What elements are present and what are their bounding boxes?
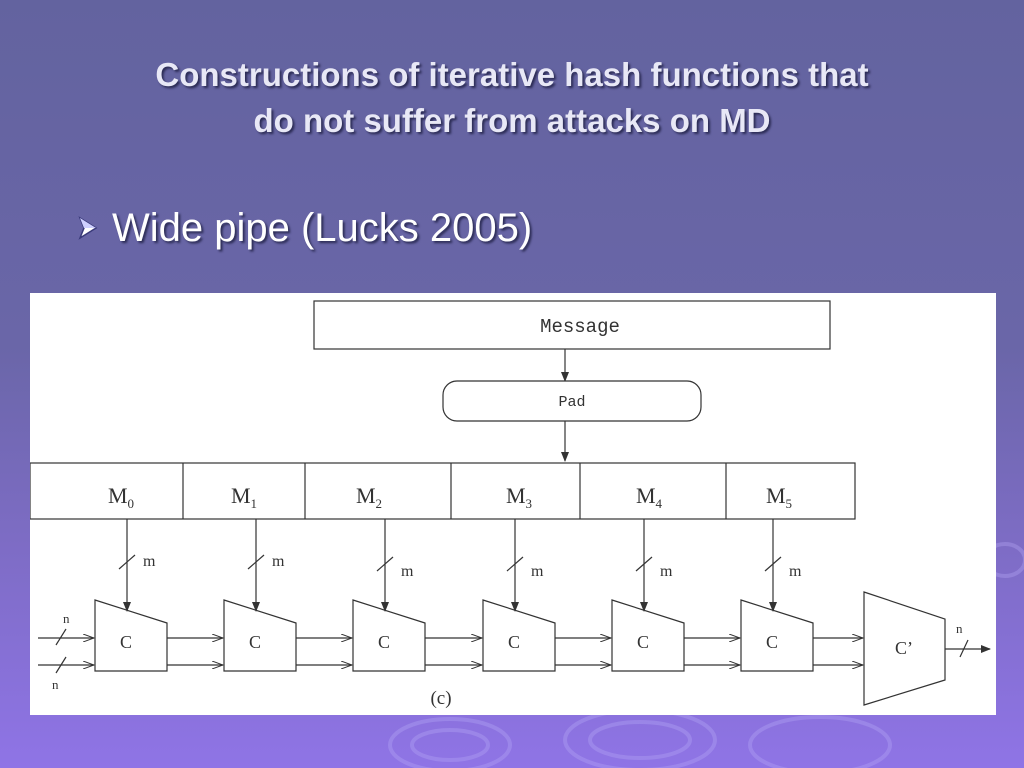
- final-compression-label: C’: [895, 638, 913, 658]
- compression-label-2: C: [378, 632, 390, 652]
- bullet-text: Wide pipe (Lucks 2005): [112, 205, 533, 250]
- output-width-tick: [959, 639, 969, 658]
- message-width-label-1: m: [272, 553, 285, 570]
- input-chain-tick-2: [55, 656, 67, 674]
- message-block-subscript-3: 3: [526, 496, 533, 511]
- slide-title-line-2: do not suffer from attacks on MD: [253, 102, 771, 139]
- message-width-tick-1: [247, 554, 265, 570]
- message-blocks-row: [30, 462, 856, 520]
- message-block-label-4: M4: [636, 483, 663, 511]
- message-label: Message: [540, 316, 620, 338]
- slide-title-line-1: Constructions of iterative hash function…: [155, 56, 869, 93]
- message-width-label-3: m: [531, 563, 544, 580]
- output-width-label: n: [956, 621, 963, 636]
- message-block-base-4: M: [636, 483, 656, 508]
- compression-box-5: [740, 599, 814, 672]
- message-block-subscript-0: 0: [128, 496, 135, 511]
- compression-label-0: C: [120, 632, 132, 652]
- compression-box-0: [94, 599, 168, 672]
- arrow-bullet-icon: [78, 216, 98, 240]
- pad-label: Pad: [558, 394, 585, 411]
- message-width-label-2: m: [401, 563, 414, 580]
- message-block-base-1: M: [231, 483, 251, 508]
- message-width-tick-5: [764, 556, 782, 572]
- message-block-base-0: M: [108, 483, 128, 508]
- message-block-label-0: M0: [108, 483, 134, 511]
- message-width-tick-4: [635, 556, 653, 572]
- compression-box-3: [482, 599, 556, 672]
- message-block-subscript-5: 5: [786, 496, 793, 511]
- input-chain-tick-1: [55, 628, 67, 646]
- message-block-base-3: M: [506, 483, 526, 508]
- compression-box-4: [611, 599, 685, 672]
- message-width-tick-0: [118, 554, 136, 570]
- message-block-subscript-1: 1: [251, 496, 258, 511]
- compression-label-4: C: [637, 632, 649, 652]
- final-compression-box: C’: [863, 591, 946, 706]
- input-chain-width-label-1: n: [63, 611, 70, 626]
- compression-label-5: C: [766, 632, 778, 652]
- message-block-base-2: M: [356, 483, 376, 508]
- pad-box: Pad: [442, 380, 702, 422]
- message-block-subscript-2: 2: [376, 496, 383, 511]
- message-width-label-4: m: [660, 563, 673, 580]
- message-block-base-5: M: [766, 483, 786, 508]
- compression-box-1: [223, 599, 297, 672]
- message-width-label-0: m: [143, 553, 156, 570]
- input-chain-width-label-2: n: [52, 677, 59, 692]
- compression-box-2: [352, 599, 426, 672]
- bullet-item: Wide pipe (Lucks 2005): [74, 200, 532, 256]
- slide-title: Constructions of iterative hash function…: [40, 52, 984, 144]
- message-width-label-5: m: [789, 563, 802, 580]
- message-block-label-2: M2: [356, 483, 382, 511]
- message-width-tick-2: [376, 556, 394, 572]
- message-block-label-3: M3: [506, 483, 532, 511]
- compression-label-1: C: [249, 632, 261, 652]
- message-block-subscript-4: 4: [656, 496, 663, 511]
- message-width-tick-3: [506, 556, 524, 572]
- message-block-label-1: M1: [231, 483, 257, 511]
- message-box: Message: [313, 300, 831, 350]
- diagram-caption: (c): [430, 688, 451, 709]
- compression-label-3: C: [508, 632, 520, 652]
- message-block-label-5: M5: [766, 483, 792, 511]
